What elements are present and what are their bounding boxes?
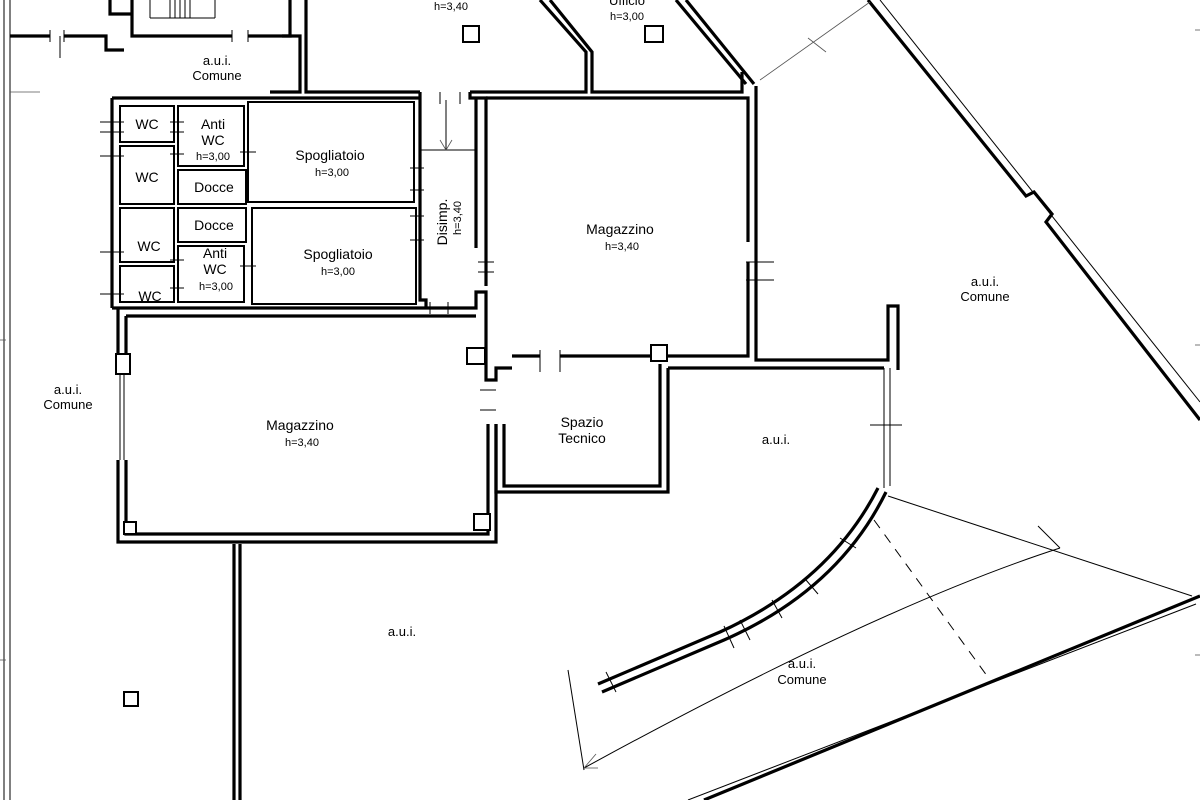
- label-aui-comune-left-1: a.u.i.: [54, 382, 82, 397]
- label-aui-comune-top-2: Comune: [192, 68, 241, 83]
- bottom-left-area: [123, 544, 242, 800]
- label-wc-3: WC: [137, 238, 160, 254]
- label-aui-comune-right-1: a.u.i.: [971, 274, 999, 289]
- right-common-area: [746, 0, 1200, 656]
- label-spazio-tecnico-2: Tecnico: [558, 430, 606, 446]
- label-spogliatoio-1-height: h=3,00: [315, 167, 349, 179]
- label-anti-wc-1a: Anti: [201, 116, 225, 132]
- label-anti-wc-2-height: h=3,00: [199, 281, 233, 293]
- label-spazio-tecnico-1: Spazio: [561, 414, 604, 430]
- service-block-walls: [100, 96, 424, 310]
- label-wc-2: WC: [135, 169, 158, 185]
- label-anti-wc-2b: WC: [203, 261, 226, 277]
- label-aui-mid: a.u.i.: [762, 432, 790, 447]
- label-spogliatoio-2: Spogliatoio: [303, 246, 372, 262]
- label-aui-bottom: a.u.i.: [388, 624, 416, 639]
- label-aui-comune-bottom-1: a.u.i.: [788, 656, 816, 671]
- label-aui-comune-top-1: a.u.i.: [203, 53, 231, 68]
- top-left-stair-area: [10, 0, 302, 94]
- bottom-common-area: [567, 495, 1200, 800]
- spazio-tecnico-walls: [494, 364, 670, 494]
- label-disimp: Disimp.: [434, 199, 450, 246]
- label-ufficio-height: h=3,00: [610, 11, 644, 23]
- label-ufficio: Ufficio: [609, 0, 645, 8]
- label-wc-1: WC: [135, 116, 158, 132]
- label-spogliatoio-2-height: h=3,00: [321, 266, 355, 278]
- label-magazzino-2: Magazzino: [266, 417, 334, 433]
- label-disimp-height: h=3,40: [452, 201, 464, 235]
- magazzino-1-walls: [468, 92, 750, 372]
- stair-treads: [169, 0, 191, 18]
- curved-wall: [597, 487, 888, 694]
- label-magazzino-1-height: h=3,40: [605, 241, 639, 253]
- label-anti-wc-1b: WC: [201, 132, 224, 148]
- label-wc-4: WC: [138, 288, 161, 304]
- label-magazzino-1: Magazzino: [586, 221, 654, 237]
- label-spogliatoio-1: Spogliatoio: [295, 147, 364, 163]
- label-magazzino-2-height: h=3,40: [285, 437, 319, 449]
- label-docce-1: Docce: [194, 179, 234, 195]
- left-edge-lines: [0, 0, 40, 800]
- label-aui-comune-bottom-2: Comune: [777, 672, 826, 687]
- label-aui-comune-right-2: Comune: [960, 289, 1009, 304]
- label-anti-wc-2a: Anti: [203, 245, 227, 261]
- label-docce-2: Docce: [194, 217, 234, 233]
- label-aui-comune-left-2: Comune: [43, 397, 92, 412]
- label-top-room-height: h=3,40: [434, 1, 468, 13]
- label-anti-wc-1-height: h=3,00: [196, 151, 230, 163]
- top-middle-rooms: [304, 0, 756, 94]
- disimpegno-walls: [418, 92, 478, 314]
- middle-right-aui: [668, 366, 902, 488]
